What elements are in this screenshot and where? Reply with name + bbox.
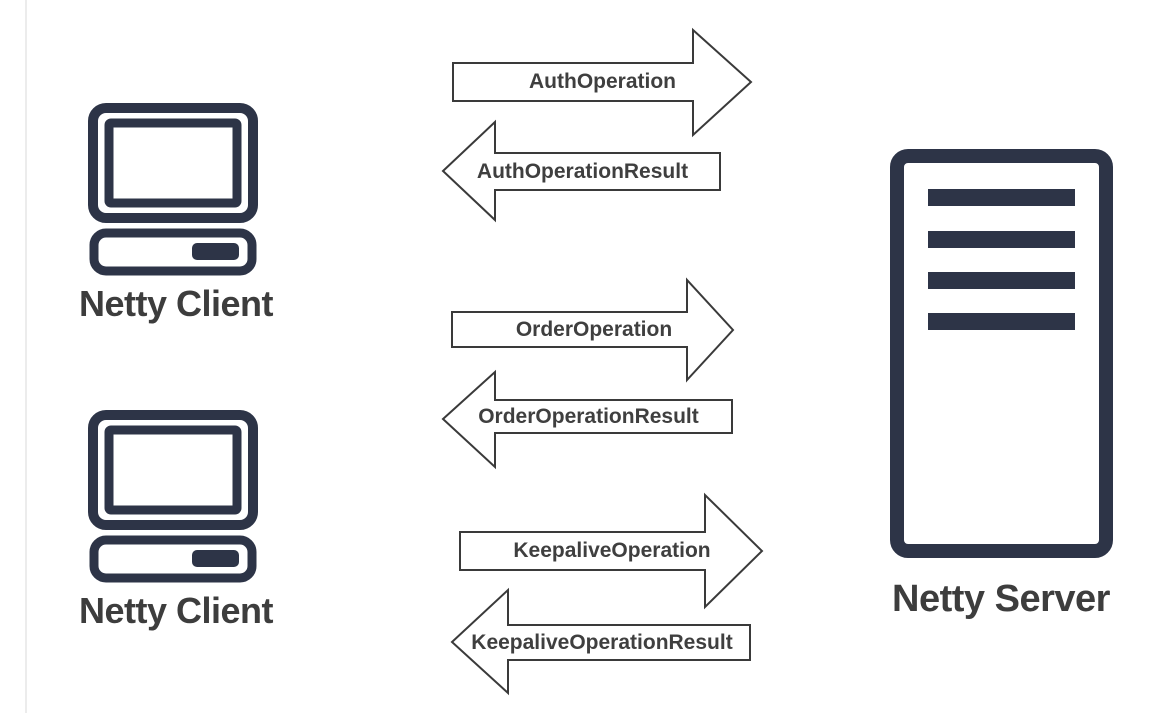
arrow-auth-operation-result: AuthOperationResult: [439, 118, 726, 226]
left-arrow-icon: [450, 587, 751, 696]
right-arrow-icon: [451, 277, 735, 383]
message-label: AuthOperationResult: [476, 160, 689, 183]
laptop-icon: [88, 410, 258, 583]
server-icon: [890, 149, 1113, 558]
message-label: KeepaliveOperation: [513, 539, 711, 562]
arrow-keepalive-operation-result: KeepaliveOperationResult: [449, 587, 755, 698]
right-arrow-icon: [459, 492, 764, 610]
right-arrow-icon: [452, 27, 753, 138]
node-client-top: [88, 103, 258, 281]
left-arrow-icon: [441, 369, 733, 470]
message-label: OrderOperationResult: [478, 405, 699, 428]
arrow-order-operation: OrderOperation: [449, 277, 739, 385]
client-top-label: Netty Client: [78, 283, 274, 324]
node-client-bottom: [88, 410, 258, 588]
left-arrow-icon: [441, 119, 721, 223]
arrow-keepalive-operation: KeepaliveOperation: [457, 492, 767, 612]
arrow-order-operation-result: OrderOperationResult: [440, 369, 737, 472]
server-label: Netty Server: [892, 578, 1110, 620]
node-server: [890, 149, 1113, 558]
client-bottom-label: Netty Client: [78, 590, 274, 631]
message-label: AuthOperation: [529, 70, 676, 93]
message-label: KeepaliveOperationResult: [471, 631, 733, 654]
message-label: OrderOperation: [515, 318, 673, 341]
laptop-icon: [88, 103, 258, 276]
page-edge-line: [25, 0, 27, 713]
arrow-auth-operation: AuthOperation: [450, 27, 755, 139]
